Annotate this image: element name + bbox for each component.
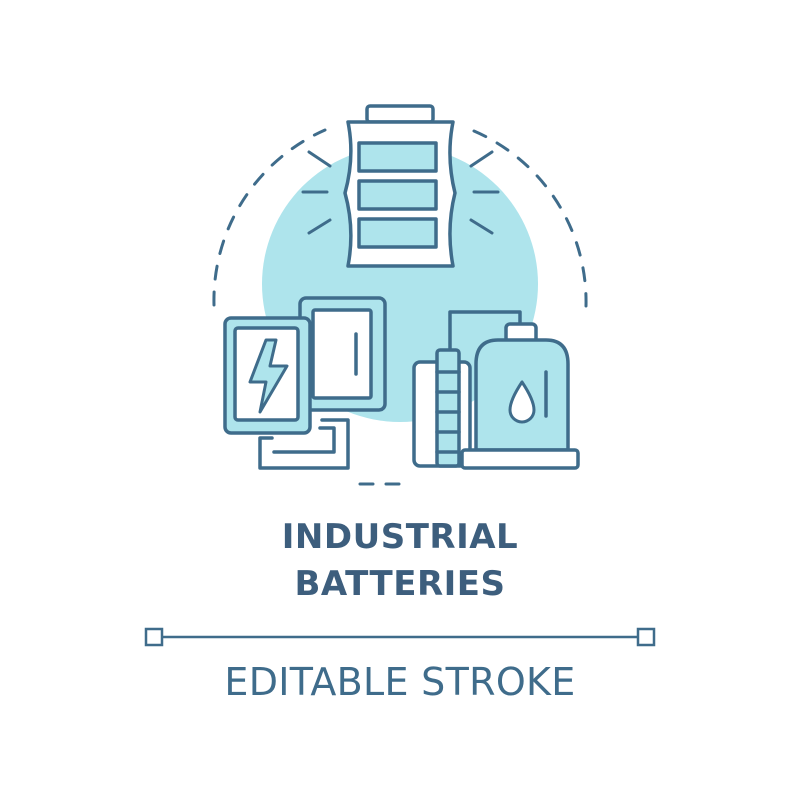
glow-rays [301, 150, 500, 235]
lightning-battery-icon [223, 296, 387, 470]
title-line-industrial: INDUSTRIAL [281, 517, 519, 557]
editable-stroke-caption: EDITABLE STROKE [224, 660, 576, 704]
title-line-batteries: BATTERIES [294, 564, 506, 604]
dashed-orbit [212, 128, 588, 486]
liquid-tank-icon [412, 310, 580, 470]
battery-full-icon [343, 104, 457, 268]
editable-stroke-line [144, 627, 656, 647]
